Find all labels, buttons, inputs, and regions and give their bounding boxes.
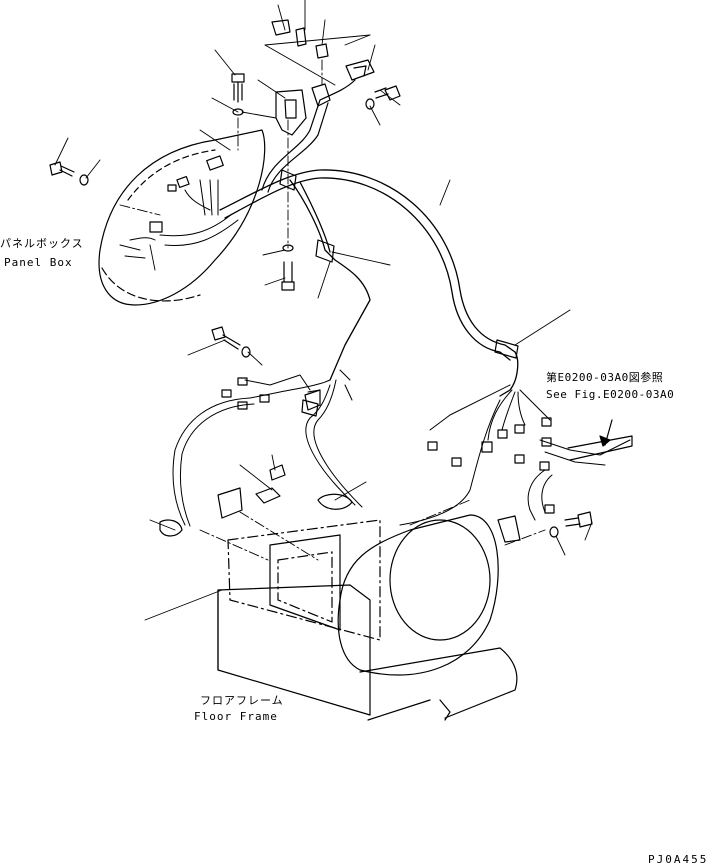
bolt-middle bbox=[282, 245, 294, 290]
bolt-lower-right bbox=[550, 512, 592, 537]
bolt-left-middle bbox=[212, 327, 250, 357]
seat-cushion bbox=[338, 515, 517, 720]
bolts-and-washers bbox=[50, 74, 592, 537]
phantom-lines bbox=[120, 60, 545, 560]
bolt-left bbox=[50, 162, 88, 185]
right-connectors bbox=[428, 418, 554, 513]
harness-clamps bbox=[280, 170, 518, 509]
floor-frame-label-en: Floor Frame bbox=[194, 710, 278, 723]
bolt-top bbox=[232, 74, 244, 115]
bolt-top-right bbox=[366, 86, 400, 109]
panel-box-wires bbox=[120, 180, 238, 258]
see-fig-label-en: See Fig.E0200-03A0 bbox=[546, 388, 675, 401]
see-fig-label-jp: 第E0200-03A0図参照 bbox=[546, 371, 664, 384]
floor-frame-label-jp: フロアフレーム bbox=[200, 694, 284, 707]
lower-left-harness bbox=[173, 370, 362, 526]
lower-brackets bbox=[160, 488, 520, 542]
main-wire-harness bbox=[220, 170, 518, 396]
panel-box-label-jp: パネルボックス bbox=[0, 237, 84, 250]
harness-continuation bbox=[568, 420, 632, 460]
drawing-code: PJ0A455 bbox=[648, 853, 709, 866]
upper-harness bbox=[262, 80, 355, 192]
panel-box-connectors bbox=[150, 156, 223, 232]
seat-base bbox=[228, 520, 380, 640]
panel-box-label-en: Panel Box bbox=[4, 256, 73, 269]
lower-left-connectors bbox=[222, 378, 320, 410]
panel-box bbox=[99, 130, 265, 305]
floor-frame bbox=[218, 585, 430, 720]
leader-lines bbox=[55, 0, 592, 620]
